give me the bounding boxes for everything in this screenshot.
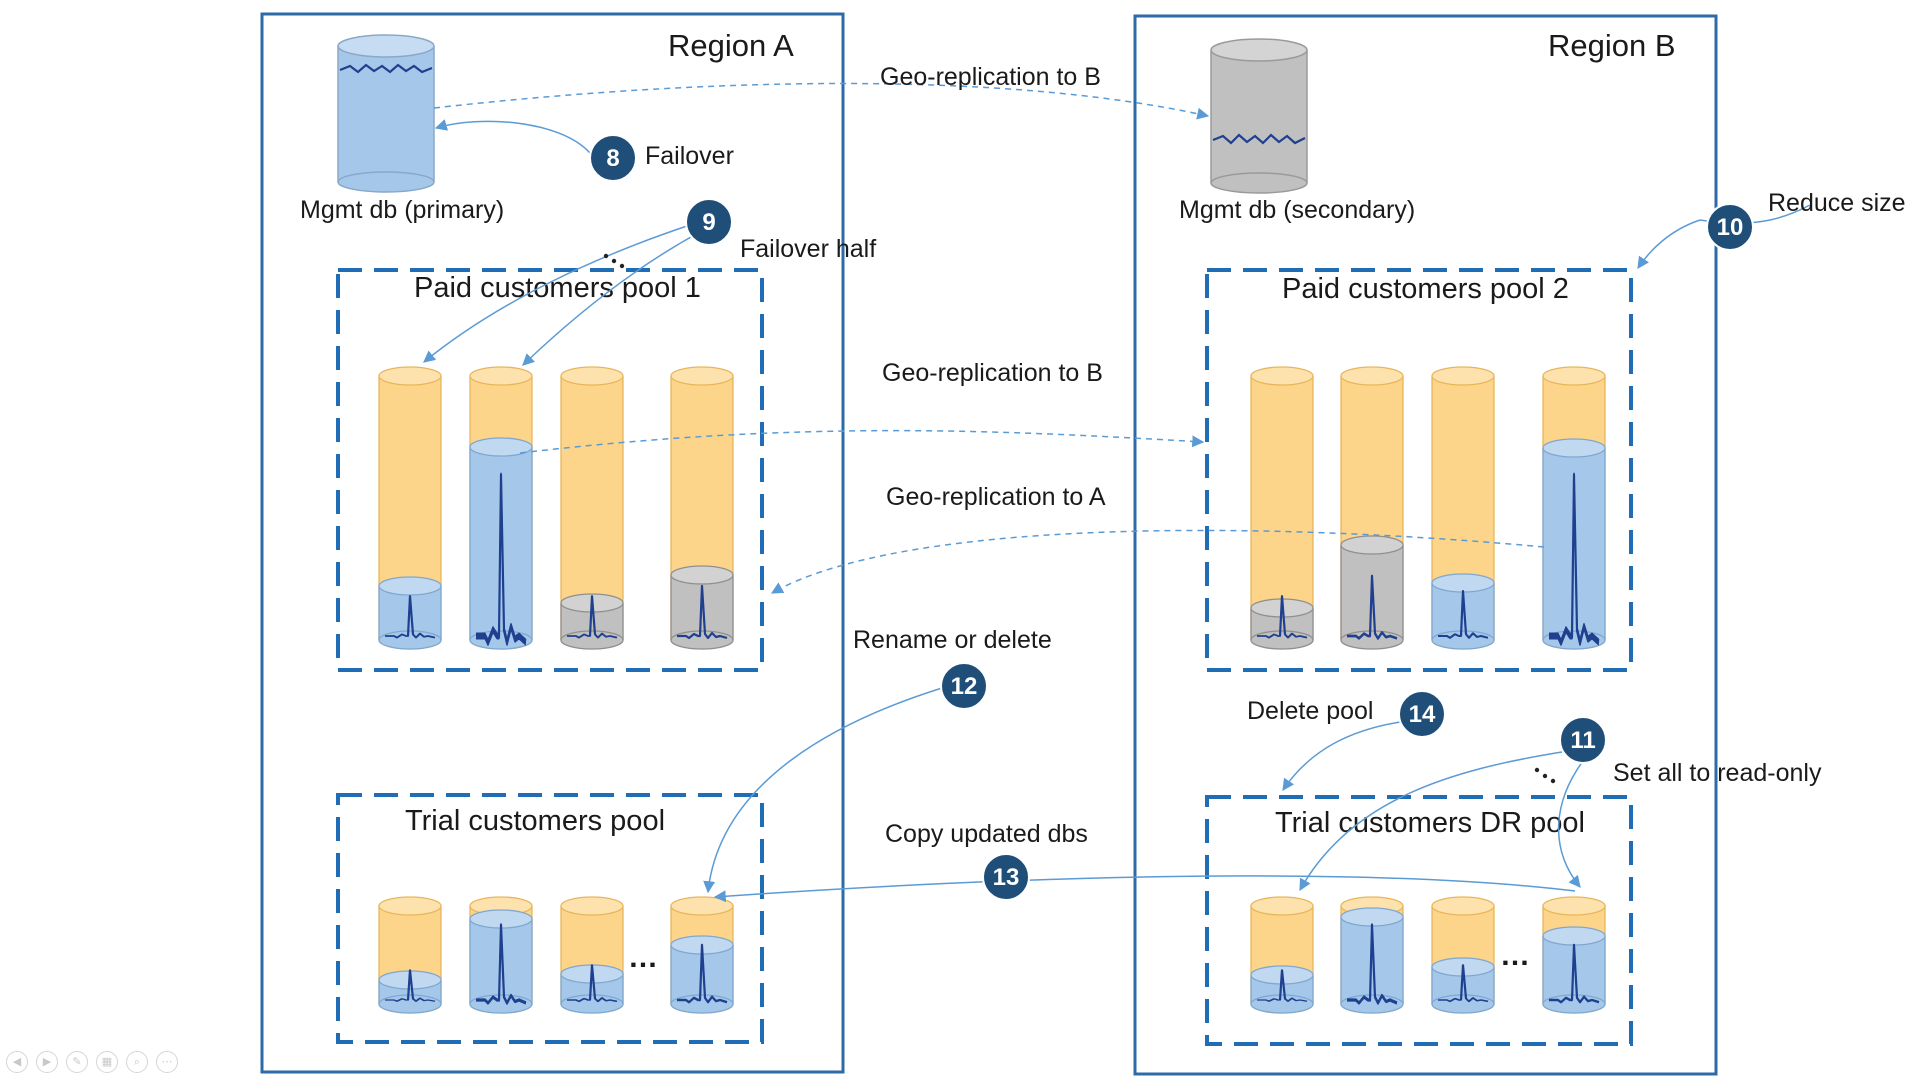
trial-db-3 xyxy=(560,896,624,1014)
trial-dr-pool-ellipsis: … xyxy=(1500,939,1530,972)
slide-player-controls: ◀ ▶ ✎ ▦ ⌕ ⋯ xyxy=(6,1051,178,1073)
pool-paid-2-title: Paid customers pool 2 xyxy=(1282,273,1569,305)
failover-label: Failover xyxy=(645,142,734,170)
step-badge-8: 8 xyxy=(589,134,637,182)
mgmt-db-primary xyxy=(337,34,435,193)
geo-replication-top-label: Geo-replication to B xyxy=(880,63,1101,91)
paid1-db-4 xyxy=(670,366,734,650)
svg-text:12: 12 xyxy=(951,673,978,700)
read-only-arrow-1 xyxy=(1299,751,1563,892)
rename-or-delete-label: Rename or delete xyxy=(853,626,1052,654)
set-read-only-label: Set all to read-only xyxy=(1613,759,1822,787)
trial-dr-db-2 xyxy=(1340,896,1404,1014)
trial-db-2 xyxy=(469,896,533,1014)
svg-text:8: 8 xyxy=(606,145,619,172)
trial-pool-ellipsis: … xyxy=(628,941,658,974)
region-a-title: Region A xyxy=(668,28,794,63)
connectors xyxy=(423,82,1811,903)
step-badge-11: 11 xyxy=(1559,716,1607,764)
step-badge-10: 10 xyxy=(1706,203,1754,251)
trial-db-1 xyxy=(378,896,442,1014)
paid2-db-1 xyxy=(1250,366,1314,650)
pool-trial xyxy=(336,793,764,1044)
next-icon[interactable]: ▶ xyxy=(36,1051,58,1073)
trial-dr-db-3 xyxy=(1431,896,1495,1014)
step-badge-14: 14 xyxy=(1398,690,1446,738)
reduce-size-label: Reduce size xyxy=(1768,189,1906,217)
paid2-db-4 xyxy=(1542,366,1606,650)
failover-half-label: Failover half xyxy=(740,235,876,263)
trial-dr-db-4 xyxy=(1542,896,1606,1014)
svg-text:9: 9 xyxy=(702,209,715,236)
pool-trial-dr xyxy=(1205,795,1633,1046)
svg-text:11: 11 xyxy=(1570,727,1595,754)
paid1-db-2 xyxy=(469,366,533,650)
trial-db-4 xyxy=(670,896,734,1014)
trial-dr-db-1 xyxy=(1250,896,1314,1014)
paid2-db-3 xyxy=(1431,366,1495,650)
copy-updated-arrow xyxy=(713,875,1576,903)
geo-replication-mgmt-arrow xyxy=(433,82,1210,120)
paid1-db-1 xyxy=(378,366,442,650)
region-b-title: Region B xyxy=(1548,28,1676,63)
svg-text:13: 13 xyxy=(993,864,1020,891)
region-b-box xyxy=(1133,14,1718,1076)
svg-text:10: 10 xyxy=(1717,214,1744,241)
mgmt-db-secondary xyxy=(1210,38,1308,194)
delete-pool-arrow xyxy=(1282,721,1401,791)
slides-icon[interactable]: ▦ xyxy=(96,1051,118,1073)
previous-icon[interactable]: ◀ xyxy=(6,1051,28,1073)
more-icon[interactable]: ⋯ xyxy=(156,1051,178,1073)
delete-pool-label: Delete pool xyxy=(1247,697,1373,725)
rename-arrow xyxy=(703,687,943,894)
failover-half-arrow-2 xyxy=(522,231,701,366)
database-cylinders xyxy=(378,366,1606,1014)
failover-half-arrow-1 xyxy=(423,224,691,363)
geo-replication-pool-to-b-label: Geo-replication to B xyxy=(882,359,1103,387)
geo-replication-pool-to-b-arrow xyxy=(519,429,1205,454)
step-badge-13: 13 xyxy=(982,853,1030,901)
mgmt-db-secondary-label: Mgmt db (secondary) xyxy=(1179,196,1415,224)
svg-text:14: 14 xyxy=(1409,701,1436,728)
pool-paid-1 xyxy=(336,268,764,672)
pool-paid-1-title: Paid customers pool 1 xyxy=(414,272,701,304)
zoom-icon[interactable]: ⌕ xyxy=(126,1051,148,1073)
step-badge-12: 12 xyxy=(940,662,988,710)
read-only-arrow-2 xyxy=(1557,751,1591,888)
paid1-db-3 xyxy=(560,366,624,650)
pool-paid-2 xyxy=(1205,268,1633,672)
geo-replication-pool-to-a-label: Geo-replication to A xyxy=(886,483,1106,511)
failover-half-dots xyxy=(603,253,625,269)
region-a-box xyxy=(260,12,845,1074)
pen-icon[interactable]: ✎ xyxy=(66,1051,88,1073)
read-only-dots xyxy=(1534,767,1556,784)
copy-updated-dbs-label: Copy updated dbs xyxy=(885,820,1088,848)
failover-arrow xyxy=(434,119,591,154)
paid2-db-2 xyxy=(1340,366,1404,650)
pool-trial-dr-title: Trial customers DR pool xyxy=(1275,807,1585,839)
geo-replication-pool-to-a-arrow xyxy=(770,529,1545,594)
mgmt-db-primary-label: Mgmt db (primary) xyxy=(300,196,504,224)
pool-trial-title: Trial customers pool xyxy=(405,805,665,837)
step-badge-9: 9 xyxy=(685,198,733,246)
